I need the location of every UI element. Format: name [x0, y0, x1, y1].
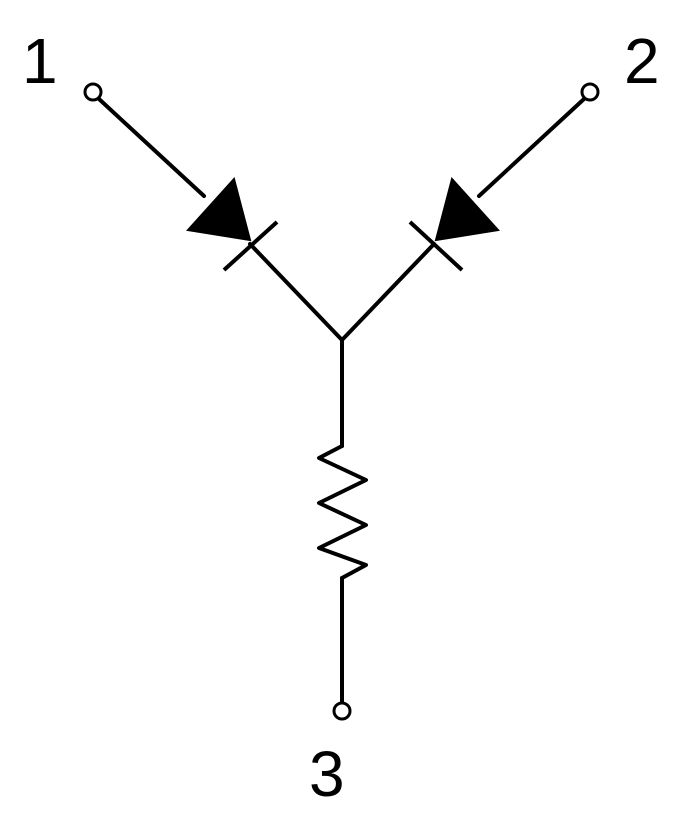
diode-2-arrow — [434, 176, 500, 242]
terminal-1-circle — [83, 82, 103, 102]
diode-1-arrow — [186, 176, 252, 242]
wire-diode-2-to-junction — [340, 242, 436, 342]
terminal-2-label: 2 — [624, 25, 660, 97]
terminal-3-label: 3 — [309, 738, 345, 810]
terminal-1-label: 1 — [22, 25, 58, 97]
wire-diode-1-to-junction — [248, 242, 344, 342]
resistor — [317, 444, 368, 580]
terminal-2-circle — [580, 82, 600, 102]
diode-2-cathode-bar — [408, 220, 464, 272]
wire-terminal-1-to-diode-1 — [97, 97, 206, 198]
wire-terminal-2-to-diode-2 — [477, 97, 586, 198]
terminal-3-circle — [332, 701, 352, 721]
